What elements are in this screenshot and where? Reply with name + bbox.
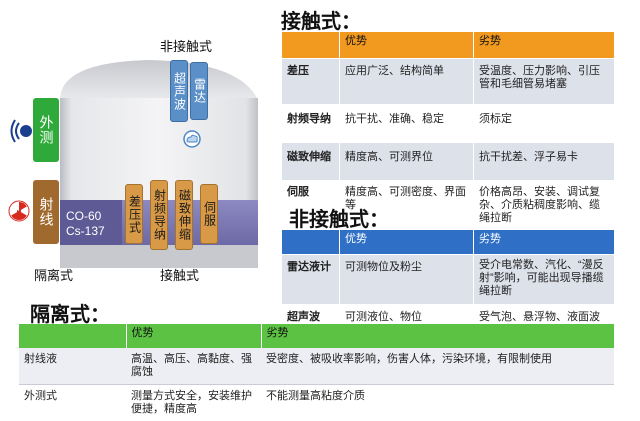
noncontact-header-row: 优势 劣势 bbox=[282, 230, 615, 255]
bottom-label-isolated: 隔离式 bbox=[34, 265, 73, 284]
row-advantage: 应用广泛、结构简单 bbox=[340, 59, 474, 105]
probe-ultrasonic: 超声波 bbox=[170, 60, 188, 122]
probe-servo: 伺服 bbox=[200, 184, 218, 244]
row-advantage: 高温、高压、高黏度、强腐蚀 bbox=[126, 348, 261, 385]
table-row: 磁致伸缩 精度高、可测界位 抗干扰差、浮子易卡 bbox=[282, 143, 615, 181]
row-advantage: 抗干扰、准确、稳定 bbox=[340, 105, 474, 143]
probe-radar: 雷达 bbox=[190, 62, 208, 120]
header-cell bbox=[282, 230, 340, 255]
row-name: 差压 bbox=[282, 59, 340, 105]
side-ray: 射线 bbox=[33, 180, 59, 244]
contact-table: 优势 劣势 差压 应用广泛、结构简单 受温度、压力影响、引压管和毛细管易堵塞 射… bbox=[281, 31, 615, 229]
table-row: 雷达液计 可测物位及粉尘 受介电常数、汽化、“漫反射”影响，可能出现导播缆绳拉断 bbox=[282, 255, 615, 305]
header-disadvantage: 劣势 bbox=[474, 230, 615, 255]
tank-dome bbox=[60, 60, 258, 100]
noncontact-heading: 非接触式： bbox=[289, 203, 389, 232]
table-row: 外测式 测量方式安全，安装维护便捷，精度高 不能测量高粘度介质 bbox=[19, 385, 614, 421]
cloud-icon bbox=[181, 130, 203, 148]
radiation-icon bbox=[8, 200, 30, 222]
probe-rf: 射频导纳 bbox=[150, 180, 168, 250]
top-label: 非接触式 bbox=[160, 36, 212, 55]
row-disadvantage: 价格高昂、安装、调试复杂、介质粘稠度影响、缆绳拉断 bbox=[474, 181, 615, 229]
row-disadvantage: 受温度、压力影响、引压管和毛细管易堵塞 bbox=[474, 59, 615, 105]
probe-pressure: 差压式 bbox=[125, 184, 143, 244]
isolated-header-row: 优势 劣势 bbox=[19, 324, 614, 348]
bottom-label-contact: 接触式 bbox=[160, 265, 199, 284]
row-disadvantage: 须标定 bbox=[474, 105, 615, 143]
header-cell bbox=[282, 32, 340, 59]
isolated-heading: 隔离式： bbox=[30, 298, 110, 327]
contact-header-row: 优势 劣势 bbox=[282, 32, 615, 59]
table-row: 差压 应用广泛、结构简单 受温度、压力影响、引压管和毛细管易堵塞 bbox=[282, 59, 615, 105]
row-name: 射线液 bbox=[19, 348, 126, 385]
probe-magnet: 磁致伸缩 bbox=[175, 180, 193, 250]
row-disadvantage: 抗干扰差、浮子易卡 bbox=[474, 143, 615, 181]
row-disadvantage: 不能测量高粘度介质 bbox=[261, 385, 614, 421]
row-name: 雷达液计 bbox=[282, 255, 340, 305]
wave-icon bbox=[10, 118, 34, 144]
header-advantage: 优势 bbox=[340, 32, 474, 59]
table-row: 射线液 高温、高压、高黏度、强腐蚀 受密度、被吸收率影响，伤害人体，污染环境，有… bbox=[19, 348, 614, 385]
header-advantage: 优势 bbox=[126, 324, 261, 348]
table-row: 射频导纳 抗干扰、准确、稳定 须标定 bbox=[282, 105, 615, 143]
header-advantage: 优势 bbox=[340, 230, 474, 255]
header-cell bbox=[19, 324, 126, 348]
row-advantage: 测量方式安全，安装维护便捷，精度高 bbox=[126, 385, 261, 421]
side-external: 外测 bbox=[33, 98, 59, 162]
row-name: 磁致伸缩 bbox=[282, 143, 340, 181]
row-advantage: 可测物位及粉尘 bbox=[340, 255, 474, 305]
row-disadvantage: 受介电常数、汽化、“漫反射”影响，可能出现导播缆绳拉断 bbox=[474, 255, 615, 305]
row-name: 射频导纳 bbox=[282, 105, 340, 143]
isolated-table: 优势 劣势 射线液 高温、高压、高黏度、强腐蚀 受密度、被吸收率影响，伤害人体，… bbox=[19, 324, 614, 421]
header-disadvantage: 劣势 bbox=[474, 32, 615, 59]
header-disadvantage: 劣势 bbox=[261, 324, 614, 348]
row-name: 外测式 bbox=[19, 385, 126, 421]
source-text-2: Cs-137 bbox=[66, 224, 105, 239]
row-disadvantage: 受密度、被吸收率影响，伤害人体，污染环境，有限制使用 bbox=[261, 348, 614, 385]
source-text-1: CO-60 bbox=[66, 209, 101, 224]
row-advantage: 精度高、可测界位 bbox=[340, 143, 474, 181]
contact-heading: 接触式： bbox=[281, 5, 361, 34]
